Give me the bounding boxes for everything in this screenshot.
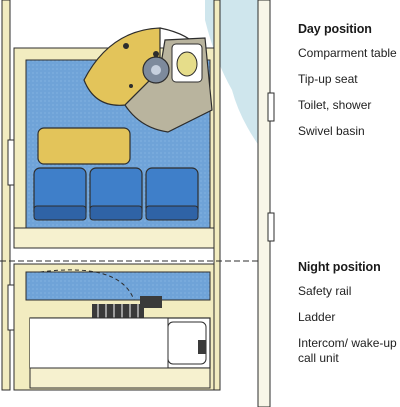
upper-ledge [13, 227, 215, 249]
seat-1-back [33, 205, 87, 221]
intercom-unit [198, 340, 206, 354]
legend-item-intercom: Intercom/ wake-up call unit [298, 336, 397, 365]
day-legend: Day position Comparment table Tip-up sea… [298, 22, 398, 150]
table-knob-1 [123, 43, 129, 49]
night-legend: Night position Safety rail Ladder Interc… [298, 260, 398, 377]
basin-center [151, 65, 161, 75]
door-slot-upper [7, 139, 15, 186]
outer-wall-left [1, 0, 11, 391]
door-slot-lower [7, 284, 15, 331]
toilet-bowl [176, 51, 198, 77]
seat-3-back [145, 205, 199, 221]
compartment-floorplan [0, 0, 275, 407]
seat-2-back [89, 205, 143, 221]
bed-blanket [30, 317, 169, 369]
door-slot-right-lower [267, 212, 275, 242]
partition-right [257, 0, 271, 407]
legend-item-rail: Safety rail [298, 284, 352, 298]
compartment-table [83, 27, 161, 106]
door-slot-right-upper [267, 92, 275, 122]
legend-item-toilet: Toilet, shower [298, 98, 372, 112]
legend-item-seat: Tip-up seat [298, 72, 358, 86]
legend-item-table: Comparment table [298, 46, 397, 60]
seat-row [33, 167, 199, 221]
night-floor [25, 271, 211, 301]
legend-item-ladder: Ladder [298, 310, 336, 324]
outer-wall-right [213, 0, 221, 391]
safety-rail [39, 269, 135, 301]
legend-item-basin: Swivel basin [298, 124, 365, 138]
bed-base [29, 367, 211, 389]
table-knob-2 [129, 84, 133, 88]
tip-up-seat [37, 127, 131, 165]
night-heading: Night position [298, 260, 381, 274]
basin-tap [153, 51, 159, 57]
day-heading: Day position [298, 22, 372, 36]
